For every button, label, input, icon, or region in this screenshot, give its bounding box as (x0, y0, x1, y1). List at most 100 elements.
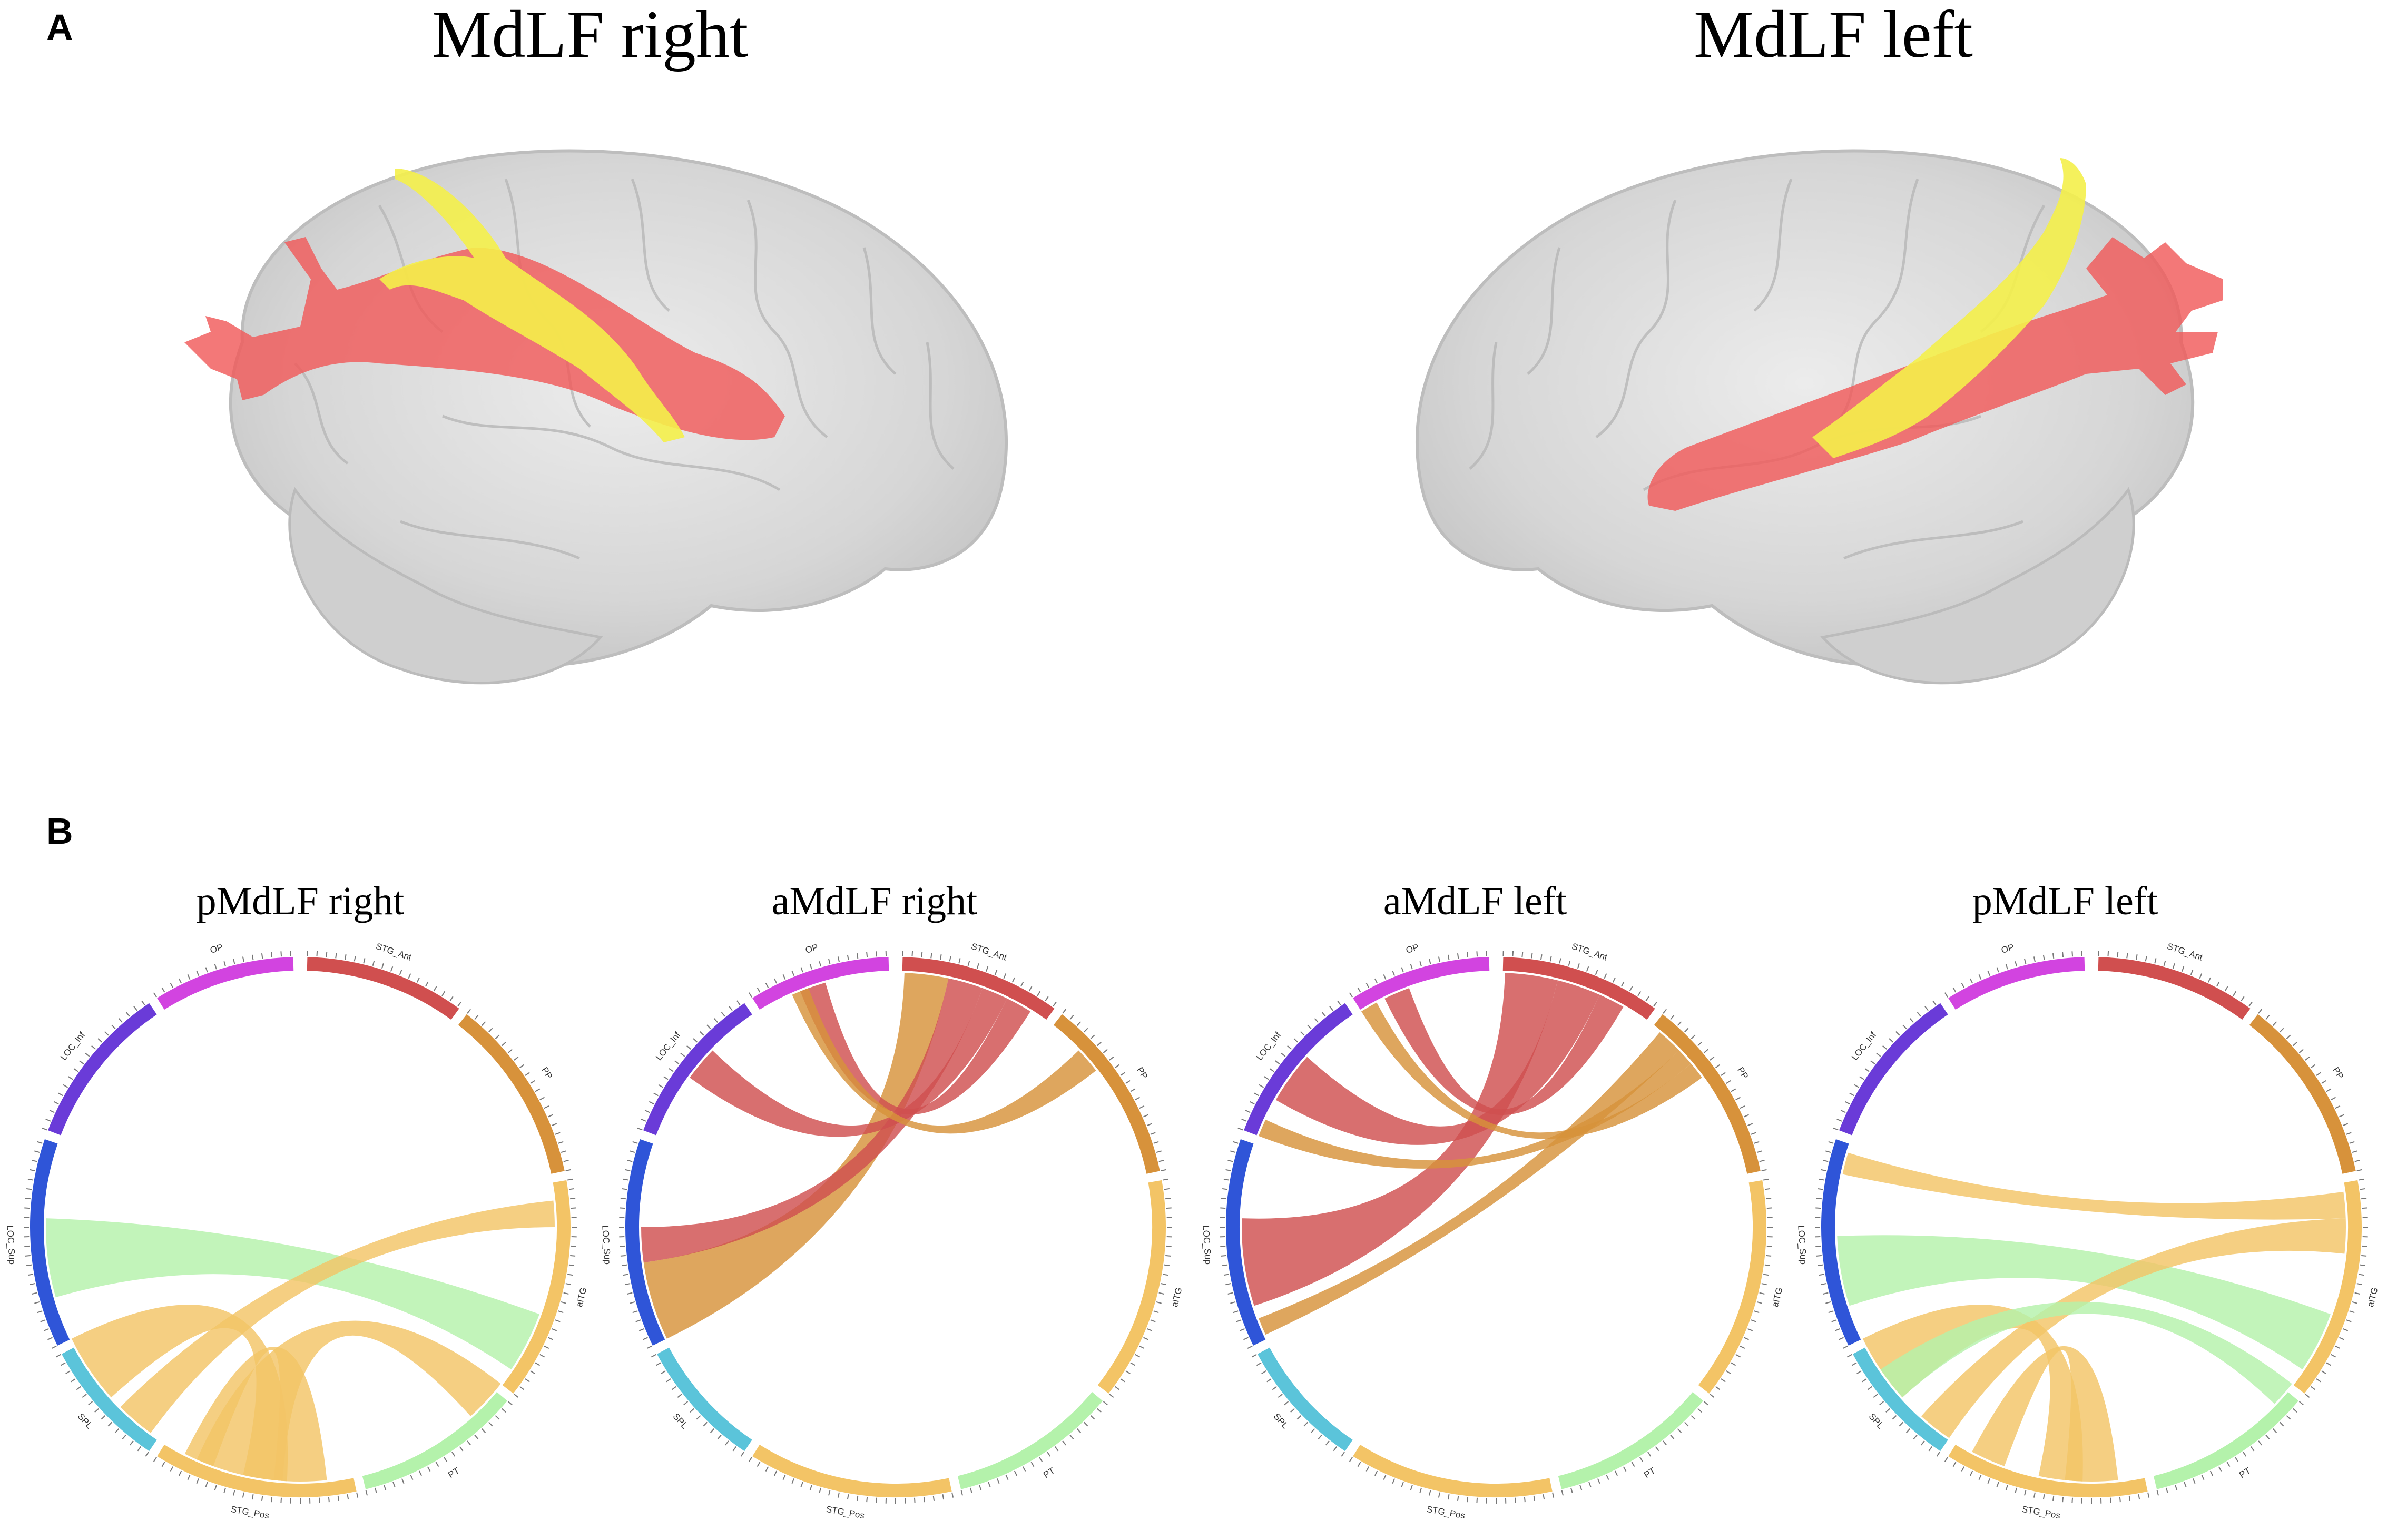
segment-arc-pp (1053, 1014, 1160, 1174)
tick-mark (1120, 1378, 1125, 1383)
tick-mark (410, 1475, 414, 1480)
tick-mark (94, 1408, 99, 1413)
tick-mark (2321, 1080, 2326, 1084)
tick-mark (1620, 981, 1625, 987)
tick-mark (1120, 1072, 1125, 1076)
brain-cerebellum (1820, 487, 2135, 685)
tick-mark (337, 1495, 340, 1502)
tick-mark (1245, 1110, 1251, 1113)
tick-mark (441, 991, 446, 996)
segment-arc-stg-ant (2098, 957, 2251, 1020)
tick-mark (1913, 1434, 1918, 1439)
tick-mark (1899, 1421, 1903, 1427)
segment-label: STG_Pos (1426, 1504, 1466, 1521)
tick-mark (374, 1487, 377, 1493)
tick-mark (1867, 1386, 1872, 1390)
tick-mark (732, 1446, 737, 1452)
tick-mark (178, 1470, 182, 1476)
tick-mark (2335, 1105, 2341, 1109)
tick-mark (1325, 1440, 1330, 1446)
segment-label: OP (804, 942, 819, 955)
tick-mark (1410, 964, 1413, 970)
tick-mark (1726, 1080, 1731, 1084)
tick-mark (1447, 1494, 1450, 1500)
segment-label: aITG (1170, 1286, 1184, 1308)
tick-mark (1932, 1000, 1937, 1005)
tick-mark (2339, 1114, 2345, 1118)
tick-mark (495, 1034, 500, 1039)
tick-mark (34, 1301, 40, 1304)
tick-mark (1062, 1440, 1067, 1446)
tick-mark (214, 964, 217, 970)
segment-arc-pp (2249, 1014, 2356, 1174)
tick-mark (27, 1178, 33, 1181)
tick-mark (2250, 1446, 2255, 1452)
tick-mark (1047, 1452, 1051, 1457)
tick-mark (97, 1038, 103, 1043)
tick-mark (2243, 1452, 2247, 1457)
tick-mark (757, 987, 761, 993)
chord-ribbon (45, 1218, 539, 1370)
tick-mark (2265, 1015, 2270, 1020)
tick-mark (2280, 1421, 2284, 1427)
tick-mark (356, 1492, 359, 1498)
tick-mark (2218, 1466, 2222, 1472)
tick-mark (644, 1110, 650, 1113)
tick-mark (1256, 1362, 1262, 1366)
tick-mark (1269, 1068, 1274, 1072)
tick-mark (363, 958, 366, 964)
tick-mark (782, 974, 786, 980)
tick-mark (791, 970, 795, 976)
tick-mark (1885, 1408, 1890, 1413)
tick-mark (729, 1006, 733, 1011)
segment-label: aITG (574, 1286, 589, 1308)
tick-mark (1715, 1064, 1721, 1069)
tick-mark (2241, 996, 2245, 1002)
tick-mark (271, 1497, 273, 1503)
tick-mark (663, 1076, 669, 1080)
tick-mark (1670, 1434, 1675, 1439)
tick-mark (1870, 1060, 1875, 1064)
tick-mark (427, 1466, 431, 1472)
tick-mark (627, 1160, 633, 1162)
tick-mark (26, 1264, 32, 1267)
tick-mark (1831, 1319, 1837, 1322)
tick-mark (1076, 1428, 1082, 1433)
tick-mark (153, 992, 157, 998)
tick-mark (1447, 954, 1450, 960)
tick-mark (1037, 991, 1041, 996)
tick-mark (2305, 1056, 2310, 1061)
chord-ribbon (641, 978, 983, 1263)
tick-mark (1836, 1118, 1842, 1122)
tick-mark (2233, 991, 2237, 996)
tick-mark (137, 1446, 142, 1452)
tick-mark (649, 1101, 654, 1105)
segment-label: PP (1735, 1065, 1750, 1081)
tick-mark (2360, 1264, 2366, 1267)
tick-mark (1020, 981, 1024, 987)
tick-mark (85, 1052, 90, 1057)
tick-mark (1697, 1041, 1702, 1047)
segment-label: STG_Ant (1570, 941, 1609, 963)
tick-mark (242, 1492, 244, 1498)
tick-mark (2311, 1386, 2316, 1390)
tick-mark (1438, 956, 1440, 962)
tick-mark (40, 1319, 46, 1322)
chord-ribbon (184, 1346, 327, 1482)
tick-mark (1307, 1024, 1312, 1030)
tick-mark (1153, 1310, 1159, 1314)
tick-mark (690, 1408, 694, 1413)
tick-mark (571, 1245, 576, 1247)
tick-mark (1851, 1362, 1857, 1366)
tick-mark (693, 1038, 698, 1043)
tick-mark (1623, 1466, 1627, 1472)
tick-mark (2331, 1354, 2336, 1358)
tick-mark (1614, 1470, 1618, 1476)
tick-mark (1597, 1478, 1600, 1484)
tick-mark (1147, 1123, 1153, 1127)
tick-mark (1090, 1034, 1095, 1039)
tick-mark (1333, 1446, 1338, 1452)
tick-mark (2062, 1497, 2064, 1503)
tick-mark (1944, 992, 1948, 998)
chord-ribbon (197, 1320, 501, 1481)
